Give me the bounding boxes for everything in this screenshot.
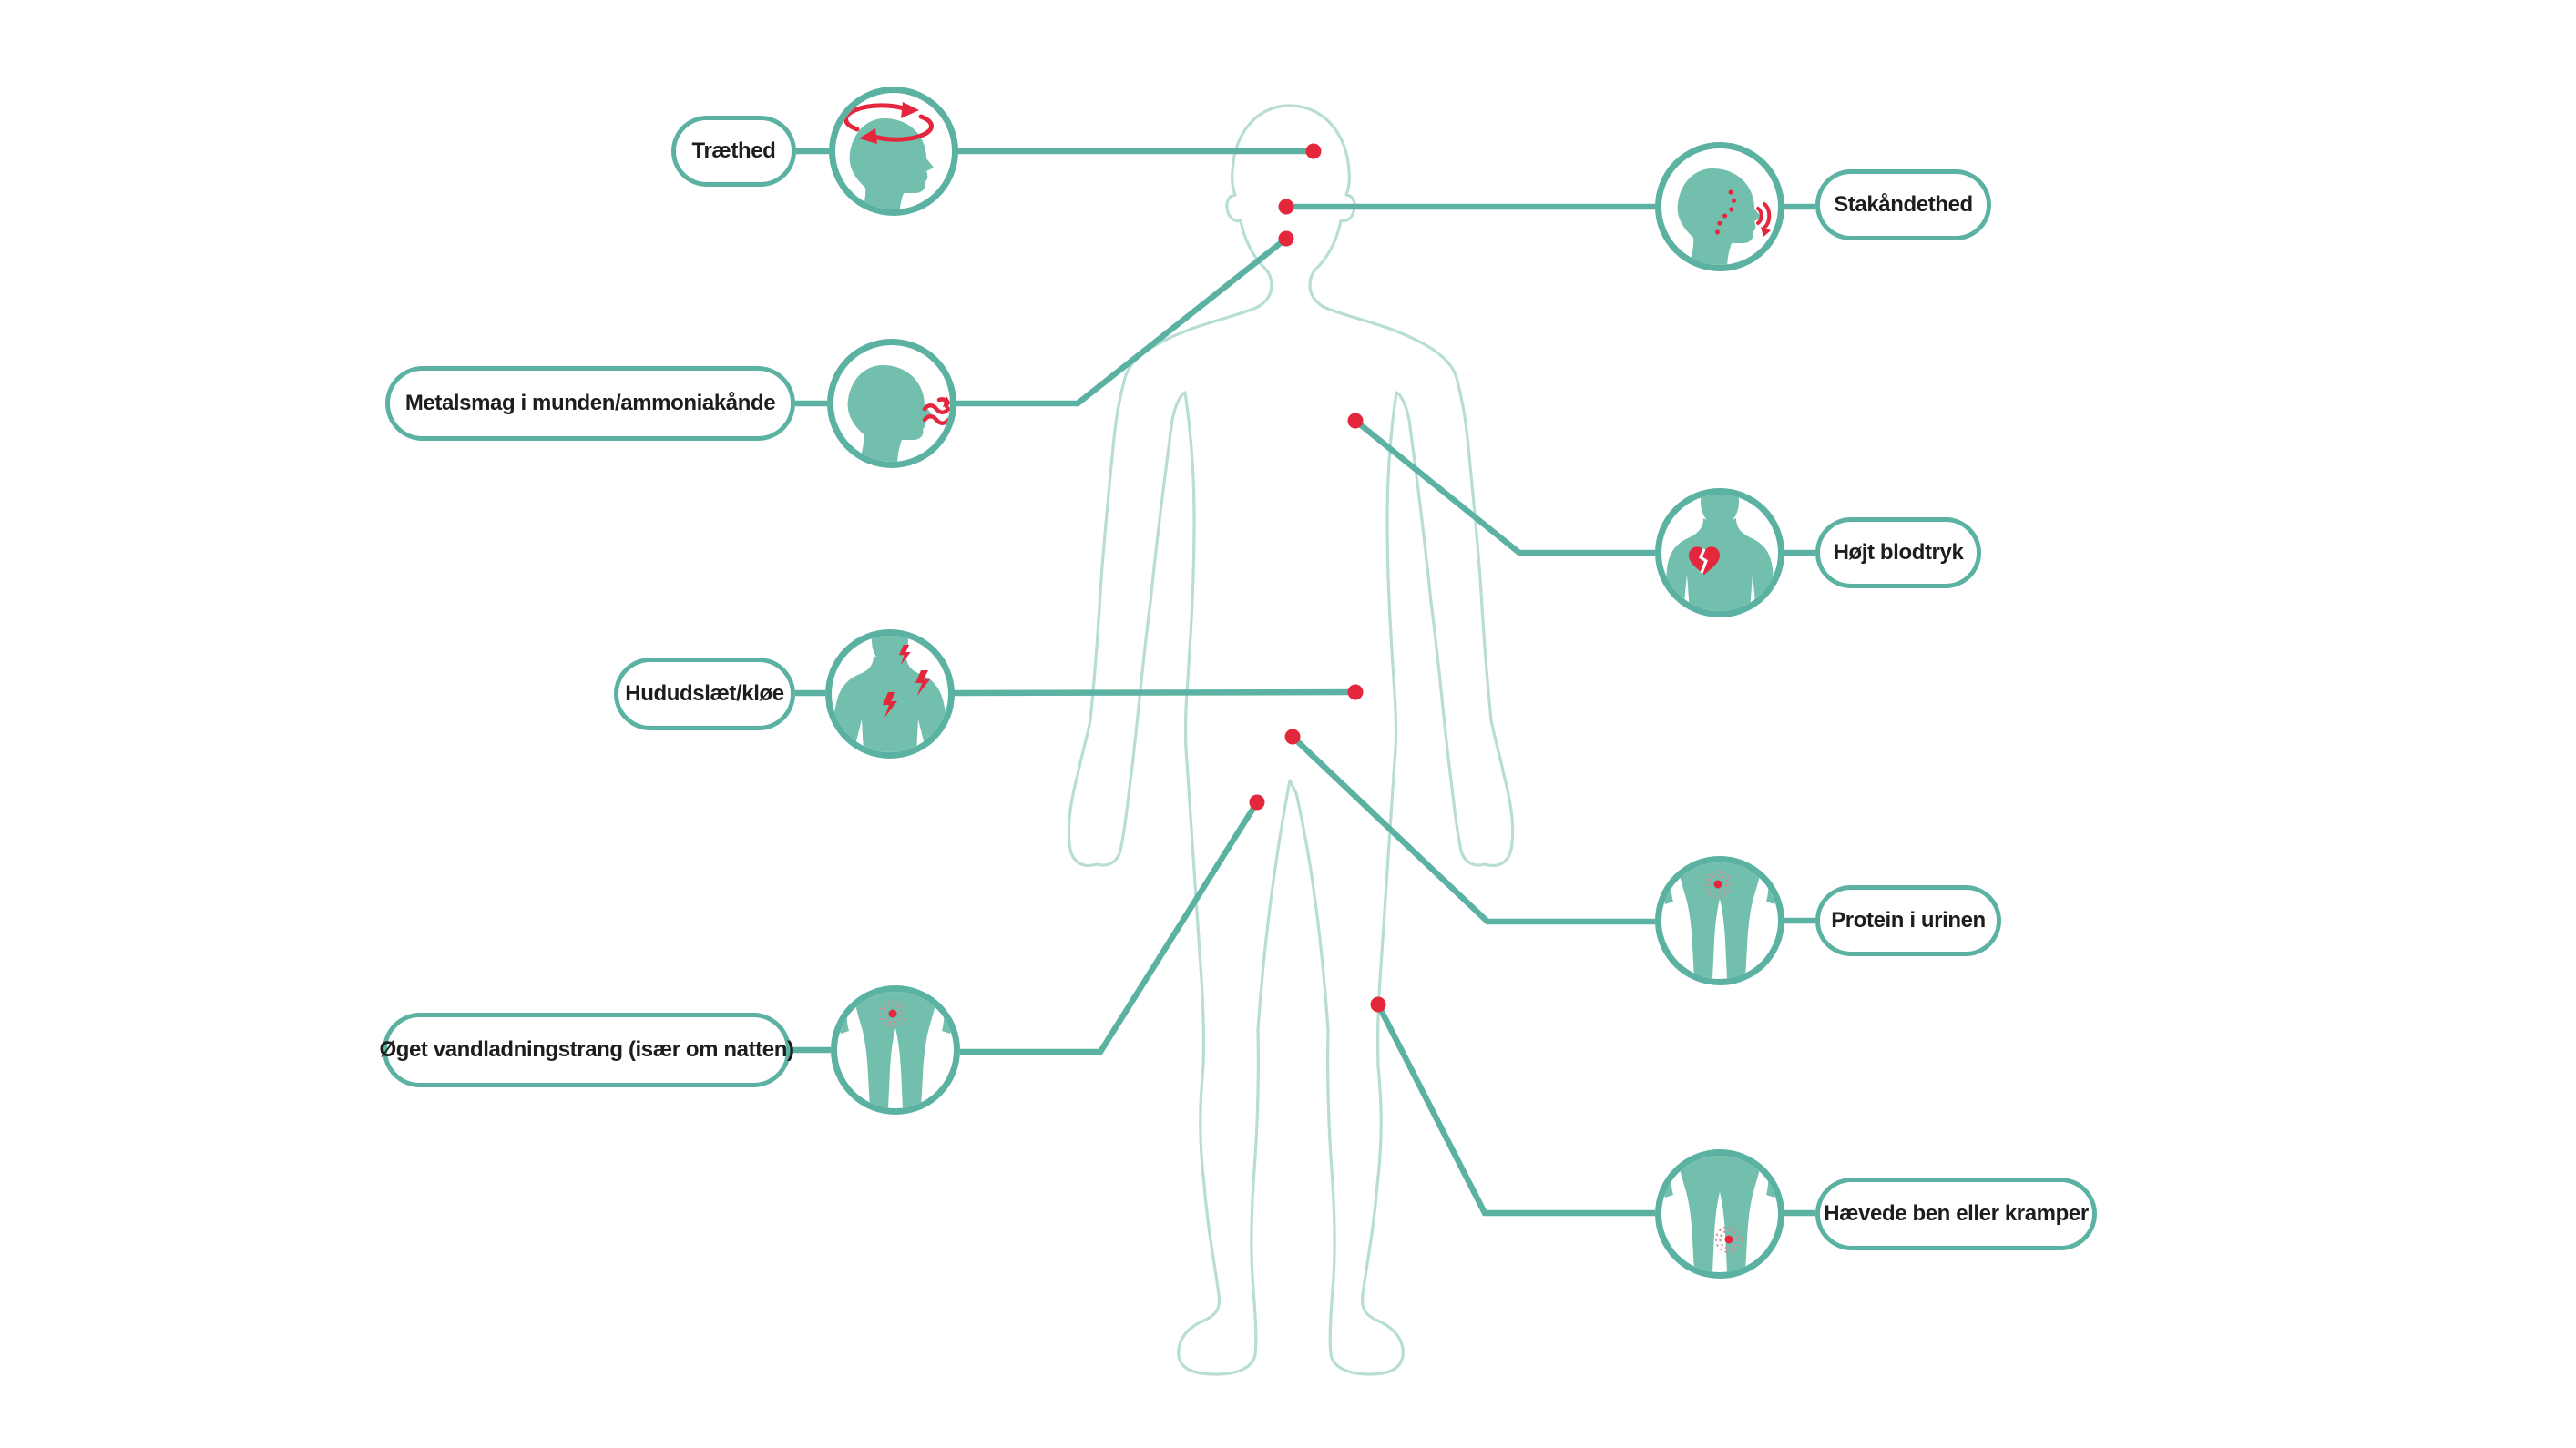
label-vandladning: Øget vandladningstrang (især om natten) [379,1037,794,1062]
torso-broken-heart-icon [1655,488,1784,617]
label-metalsmag: Metalsmag i munden/ammoniakånde [404,391,776,415]
exhale-head-icon [827,339,956,468]
label-stakaandethed: Stakåndethed [1834,192,1973,217]
label-pill-hoejt-blodtryk: Højt blodtryk [1815,517,1981,588]
marker-dot-hoejt-blodtryk [1347,413,1364,429]
label-pill-stakaandethed: Stakåndethed [1815,169,1991,240]
label-pill-vandladning: Øget vandladningstrang (især om natten) [379,1013,794,1087]
label-pill-traethed: Træthed [671,116,796,187]
breath-throat-head-icon [1655,142,1784,271]
marker-dot-protein [1284,729,1301,745]
label-hududslaet: Hududslæt/kløe [625,681,784,706]
label-traethed: Træthed [691,138,776,163]
marker-dot-haevede-ben [1370,996,1386,1013]
torso-lightning-icon [825,629,955,759]
body-outline [1067,104,1515,1376]
connector-lines [791,148,1815,1217]
marker-dot-vandladning [1249,794,1265,811]
marker-dot-metalsmag [1278,230,1294,247]
label-pill-hududslaet: Hududslæt/kløe [614,658,795,730]
legs-groin-target-icon [831,985,960,1115]
marker-dot-stakaandethed [1278,199,1294,215]
label-protein: Protein i urinen [1831,908,1986,933]
label-pill-haevede-ben: Hævede ben eller kramper [1815,1178,2097,1250]
label-haevede-ben: Hævede ben eller kramper [1824,1201,2089,1226]
label-pill-protein: Protein i urinen [1815,885,2001,956]
label-pill-metalsmag: Metalsmag i munden/ammoniakånde [385,366,795,441]
marker-dot-hududslaet [1347,684,1364,700]
legs-knee-target-icon [1655,1149,1784,1279]
legs-groin-target-icon [1655,856,1784,985]
marker-dot-traethed [1305,143,1322,159]
label-hoejt-blodtryk: Højt blodtryk [1833,540,1964,565]
dizzy-head-icon [829,87,958,216]
marker-dots [1249,143,1386,1013]
